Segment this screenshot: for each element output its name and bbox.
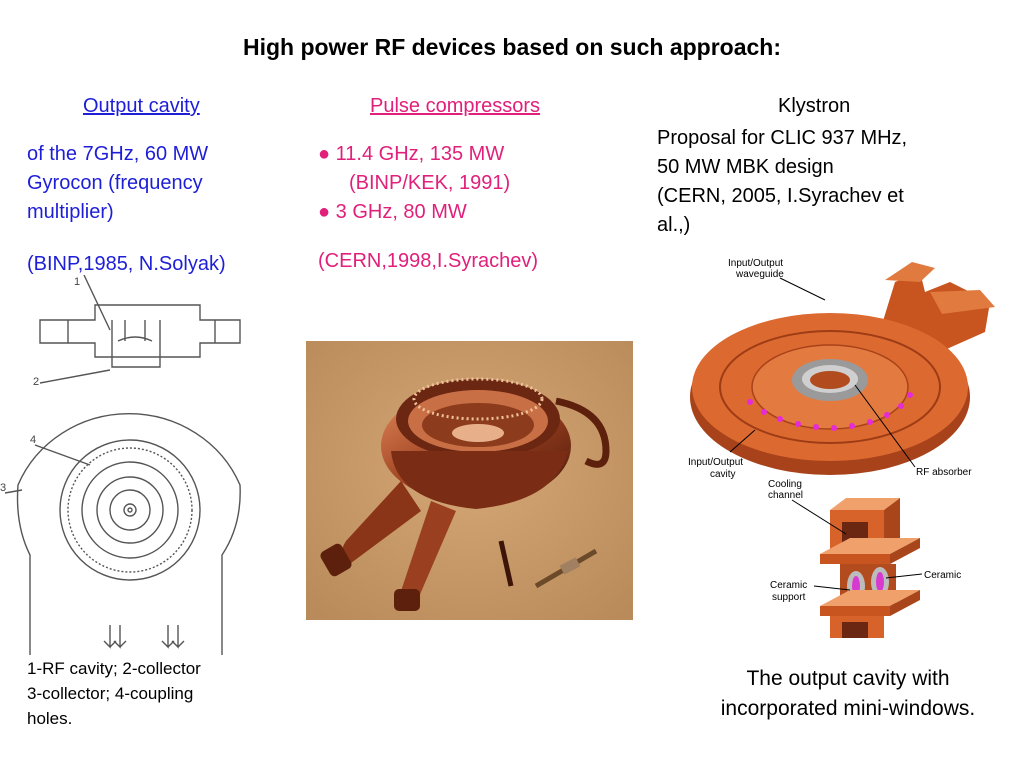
caption-line: 1-RF cavity; 2-collector: [27, 659, 201, 678]
klystron-cavity-render: Input/Output waveguide Input/Output cavi…: [688, 258, 995, 480]
desc-line: al.,): [657, 214, 691, 236]
label-ceramic: Ceramic: [924, 570, 961, 581]
klystron-caption: The output cavity with incorporated mini…: [680, 664, 1016, 724]
bullet-item: ● 3 GHz, 80 MW: [318, 201, 467, 223]
pulse-compressors-list: ● 11.4 GHz, 135 MW (BINP/KEK, 1991) ● 3 …: [318, 140, 510, 227]
caption-line: holes.: [27, 709, 73, 728]
desc-line: Proposal for CLIC 937 MHz,: [657, 127, 908, 149]
label-io-waveguide-2: waveguide: [735, 269, 784, 280]
desc-line: multiplier): [27, 201, 114, 223]
caption-line: The output cavity with: [746, 667, 950, 690]
klystron-heading: Klystron: [778, 95, 851, 117]
label-ceramic-support-2: support: [772, 592, 806, 603]
output-cavity-description: of the 7GHz, 60 MW Gyrocon (frequency mu…: [27, 140, 297, 227]
caption-line: 3-collector; 4-coupling: [27, 684, 194, 703]
pulse-compressors-reference: (CERN,1998,I.Syrachev): [318, 250, 539, 272]
desc-line: 50 MW MBK design: [657, 156, 834, 178]
output-cavity-heading: Output cavity: [83, 95, 200, 117]
label-io-waveguide-1: Input/Output: [728, 258, 783, 269]
desc-line: (CERN, 2005, I.Syrachev et: [657, 185, 904, 207]
gyrocon-label-1: 1: [74, 276, 80, 288]
caption-line: incorporated mini-windows.: [720, 697, 976, 720]
slide-title: High power RF devices based on such appr…: [242, 34, 782, 60]
label-io-cavity-2: cavity: [710, 469, 736, 480]
gyrocon-label-3: 3: [0, 482, 6, 494]
pulse-compressor-photo: [306, 341, 633, 620]
bullet-item: ● 11.4 GHz, 135 MW: [318, 143, 505, 165]
label-cooling-1: Cooling: [768, 479, 802, 490]
output-cavity-reference: (BINP,1985, N.Solyak): [27, 253, 226, 275]
klystron-description: Proposal for CLIC 937 MHz, 50 MW MBK des…: [657, 124, 1017, 240]
label-rf-absorber: RF absorber: [916, 467, 972, 478]
mini-window-render: Cooling channel Ceramic support Ceramic: [768, 479, 961, 638]
label-ceramic-support-1: Ceramic: [770, 580, 807, 591]
pulse-compressors-heading: Pulse compressors: [370, 95, 541, 117]
desc-line: of the 7GHz, 60 MW: [27, 143, 209, 165]
label-cooling-2: channel: [768, 490, 803, 501]
label-io-cavity-1: Input/Output: [688, 457, 743, 468]
gyrocon-drawing: 1 2 3 4: [0, 275, 241, 655]
desc-line: Gyrocon (frequency: [27, 172, 203, 194]
gyrocon-label-4: 4: [30, 434, 36, 446]
bullet-item-continuation: (BINP/KEK, 1991): [349, 172, 511, 194]
gyrocon-label-2: 2: [33, 376, 39, 388]
gyrocon-caption: 1-RF cavity; 2-collector 3-collector; 4-…: [27, 656, 287, 731]
